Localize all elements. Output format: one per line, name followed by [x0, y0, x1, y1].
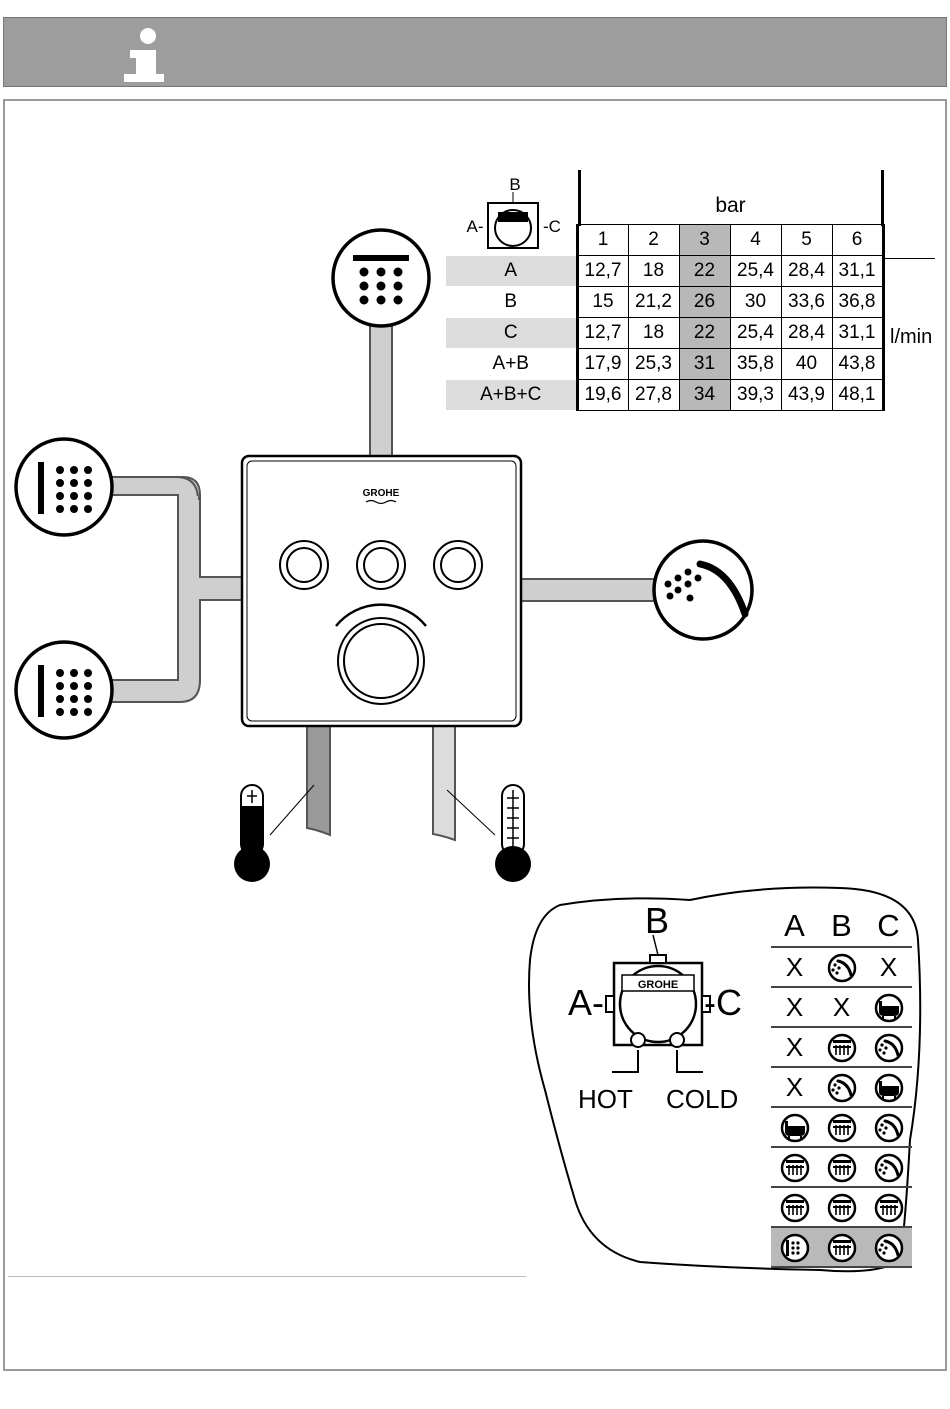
table-row: A+B 17,9 25,3 31 35,8 40 43,8	[446, 349, 883, 380]
hand-shower-icon	[865, 1147, 912, 1187]
combo-row: X	[771, 1067, 912, 1107]
hot-thermometer	[234, 785, 314, 882]
legend-label-b: B	[645, 900, 669, 942]
head-shower-icon	[865, 1187, 912, 1227]
pressure-1: 1	[577, 225, 628, 256]
legend-label-c: -C	[704, 982, 742, 1024]
valve-faceplate: GROHE	[242, 456, 521, 726]
bathtub-icon	[865, 987, 912, 1027]
pipe-hot	[307, 726, 330, 835]
combo-header-b: B	[818, 906, 865, 947]
combo-header-c: C	[865, 906, 912, 947]
pressure-2: 2	[628, 225, 679, 256]
outlet-b-label: B	[509, 175, 520, 194]
pipe-right	[520, 579, 655, 601]
hand-shower-outlet	[654, 541, 752, 639]
body-jet-outlet-lower	[16, 642, 112, 738]
body-jet-outlet-upper	[16, 439, 112, 535]
x-mark: X	[771, 1067, 818, 1107]
cold-thermometer	[447, 785, 531, 882]
bathtub-icon	[865, 1067, 912, 1107]
legend-label-a: A-	[568, 982, 604, 1024]
outlet-label: A+B+C	[446, 380, 577, 411]
svg-text:GROHE: GROHE	[638, 979, 678, 991]
head-shower-icon	[818, 1187, 865, 1227]
outlet-label: C	[446, 318, 577, 349]
outlet-label: A	[446, 256, 577, 287]
pipe-cold	[433, 726, 455, 840]
x-mark: X	[771, 947, 818, 987]
brand-logo: GROHE	[363, 488, 400, 499]
pressure-6: 6	[832, 225, 883, 256]
head-shower-icon	[818, 1227, 865, 1267]
table-row: A 12,7 18 22 25,4 28,4 31,1	[446, 256, 883, 287]
table-row: A+B+C 19,6 27,8 34 39,3 43,9 48,1	[446, 380, 883, 411]
hand-shower-icon	[818, 1067, 865, 1107]
combo-row	[771, 1147, 912, 1187]
table-row: C 12,7 18 22 25,4 28,4 31,1	[446, 318, 883, 349]
pressure-4: 4	[730, 225, 781, 256]
hand-shower-icon	[818, 947, 865, 987]
pipe-top	[370, 322, 392, 457]
hand-shower-icon	[865, 1107, 912, 1147]
combo-row	[771, 1107, 912, 1147]
bathtub-icon	[771, 1107, 818, 1147]
outlet-label: A+B	[446, 349, 577, 380]
cold-label: COLD	[666, 1084, 738, 1115]
pressure-row: 1 2 3 4 5 6	[446, 225, 883, 256]
x-mark: X	[818, 987, 865, 1027]
head-shower-icon	[818, 1107, 865, 1147]
pipe-left	[110, 477, 243, 702]
head-shower-icon	[771, 1147, 818, 1187]
x-mark: X	[865, 947, 912, 987]
head-shower-icon	[818, 1027, 865, 1067]
pressure-unit: bar	[578, 194, 883, 218]
hand-shower-icon	[865, 1227, 912, 1267]
combo-row: X	[771, 1027, 912, 1067]
head-shower-icon	[818, 1147, 865, 1187]
hand-shower-icon	[865, 1027, 912, 1067]
flow-unit: l/min	[890, 326, 932, 349]
combo-row	[771, 1227, 912, 1267]
combo-row	[771, 1187, 912, 1227]
pressure-5: 5	[781, 225, 832, 256]
head-shower-outlet	[333, 230, 429, 326]
x-mark: X	[771, 1027, 818, 1067]
x-mark: X	[771, 987, 818, 1027]
head-shower-icon	[771, 1187, 818, 1227]
flow-rate-table: 1 2 3 4 5 6 A 12,7 18 22 25,4 28,4 31,1 …	[446, 224, 885, 411]
hot-label: HOT	[578, 1084, 633, 1115]
combo-header-a: A	[771, 906, 818, 947]
table-row: B 15 21,2 26 30 33,6 36,8	[446, 287, 883, 318]
combo-header-row: A B C	[771, 906, 912, 947]
pressure-3: 3	[679, 225, 730, 256]
body-jet-icon	[771, 1227, 818, 1267]
outlet-label: B	[446, 287, 577, 318]
